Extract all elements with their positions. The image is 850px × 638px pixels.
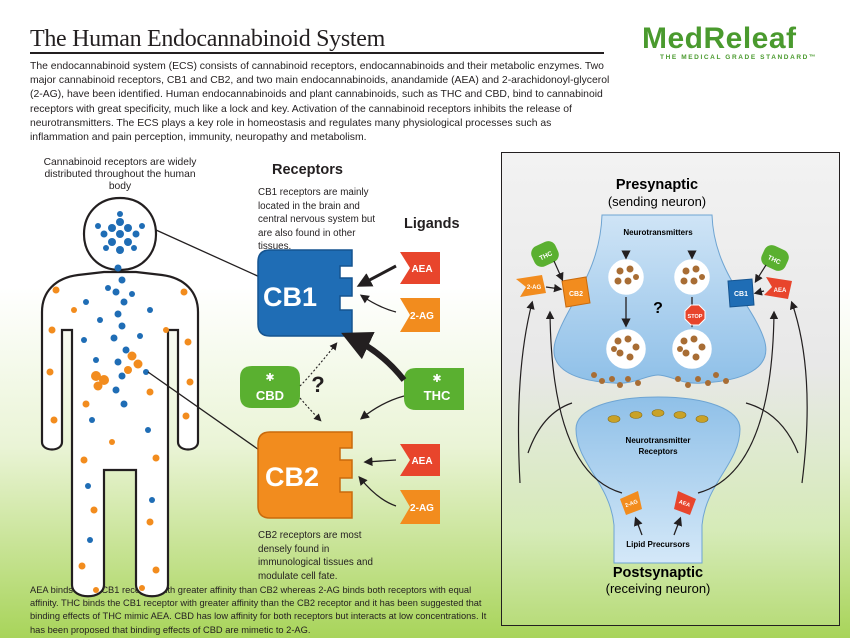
cb2-receptor: CB2 [257, 431, 353, 519]
synapse-thc-ligand-left: THC [531, 241, 559, 267]
svg-text:CBD: CBD [256, 388, 284, 403]
svg-text:AEA: AEA [774, 288, 787, 294]
aea-ligand-top: AEA [400, 252, 440, 284]
neurotransmitter-molecules [591, 265, 729, 388]
svg-text:2-AG: 2-AG [410, 503, 434, 514]
receptors-heading: Receptors [272, 162, 343, 178]
two-ag-ligand-top: 2-AG [400, 298, 440, 332]
body-caption: Cannabinoid receptors are widely distrib… [43, 157, 197, 192]
cbd-leaf-icon: ✱ [265, 372, 274, 384]
synapse-cb1-receptor: CB1 [727, 278, 755, 308]
sending-neuron-label: (sending neuron) [608, 194, 706, 209]
presynaptic-terminal [553, 214, 767, 384]
aea-ligand-bottom: AEA [400, 444, 440, 476]
two-ag-ligand-bottom: 2-AG [400, 490, 440, 524]
cb2-label: CB2 [265, 462, 319, 492]
cb1-note: CB1 receptors are mainly located in the … [258, 187, 376, 252]
logo-wordmark: MedReleaf [642, 22, 797, 55]
human-body-figure [40, 196, 200, 598]
medreleaf-logo: MedReleaf THE MEDICAL GRADE STANDARD™ [642, 22, 822, 61]
postsynaptic-aea: AEA [674, 491, 696, 515]
svg-text:CB2: CB2 [569, 291, 583, 298]
thc-leaf-icon: ✱ [432, 373, 441, 385]
synapse-2ag-ligand-left: 2-AG [516, 275, 546, 297]
stop-sign-icon: STOP [684, 304, 706, 326]
binding-arrows [299, 264, 407, 507]
svg-text:AEA: AEA [411, 264, 432, 275]
cbd-question-mark: ? [311, 372, 324, 397]
svg-text:THC: THC [424, 388, 451, 403]
lipid-precursors-label: Lipid Precursors [626, 540, 690, 549]
postsynaptic-label: Postsynaptic [613, 565, 703, 581]
body-to-cb2-connector [147, 371, 263, 453]
neurotransmitter-receptor-sites [607, 409, 709, 423]
svg-text:2-AG: 2-AG [624, 499, 638, 509]
head-to-cb1-connector [155, 229, 263, 279]
synapse-diagram: Presynaptic (sending neuron) Neurotransm… [516, 177, 808, 596]
postsynaptic-terminal [575, 396, 741, 564]
page-title: The Human Endocannabinoid System [30, 26, 385, 52]
nt-receptors-label-2: Receptors [638, 447, 678, 456]
synapse-aea-ligand-right: AEA [764, 277, 792, 299]
lipid-arrows [634, 516, 682, 536]
postsynaptic-2ag: 2-AG [620, 491, 642, 515]
cb2-note: CB2 receptors are most densely found in … [258, 530, 373, 582]
synapse-thc-ligand-right: THC [761, 245, 789, 271]
cb1-receptor: CB1 [257, 249, 353, 337]
cb1-label: CB1 [263, 282, 317, 312]
svg-text:2-AG: 2-AG [527, 285, 542, 291]
retrograde-arrows [517, 300, 808, 494]
presynaptic-label: Presynaptic [616, 177, 698, 193]
logo-tagline: THE MEDICAL GRADE STANDARD™ [660, 54, 818, 61]
synapse-ligand-arrows [545, 260, 767, 296]
title-divider [30, 52, 604, 54]
svg-text:2-AG: 2-AG [410, 311, 434, 322]
svg-text:CB1: CB1 [734, 291, 748, 298]
svg-text:STOP: STOP [688, 314, 703, 320]
thc-ligand: ✱ THC [404, 368, 464, 410]
presynaptic-question-mark: ? [653, 300, 663, 317]
receiving-neuron-label: (receiving neuron) [606, 581, 711, 596]
intro-paragraph: The endocannabinoid system (ECS) consist… [30, 61, 610, 144]
ligands-heading: Ligands [404, 216, 460, 232]
cbd-ligand: ✱ CBD [240, 366, 300, 408]
svg-text:AEA: AEA [678, 499, 691, 509]
neurotransmitters-label: Neurotransmitters [623, 228, 693, 237]
footer-paragraph: AEA binds to the CB1 receptor with great… [30, 585, 487, 635]
svg-text:AEA: AEA [411, 456, 432, 467]
neurotransmitter-vesicles [606, 259, 712, 369]
synapse-cb2-receptor: CB2 [561, 276, 591, 308]
nt-receptors-label-1: Neurotransmitter [626, 436, 691, 445]
synapse-panel: Presynaptic (sending neuron) Neurotransm… [501, 152, 840, 626]
body-receptor-dots [46, 211, 194, 593]
